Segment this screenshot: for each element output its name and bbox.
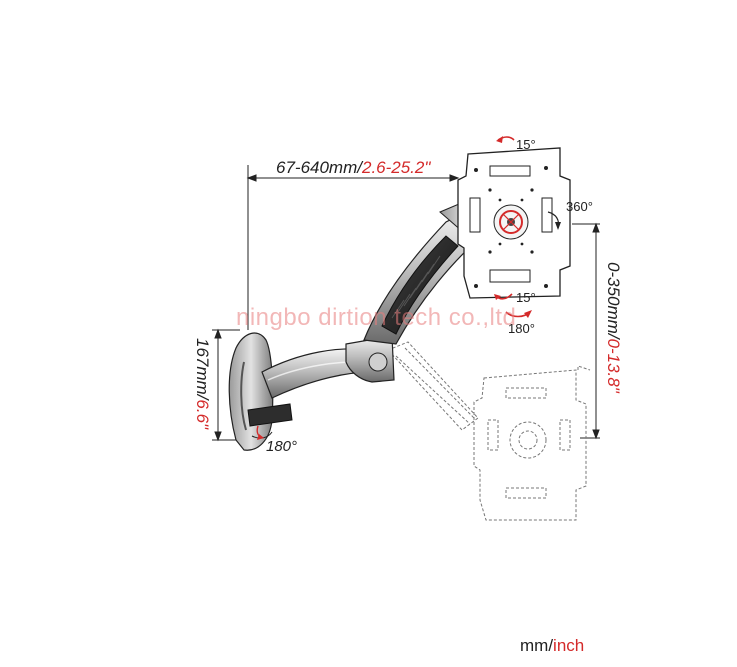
base-swivel-angle-label: 180° [266,438,298,455]
units-legend-inch: inch [553,636,585,655]
width-range-mm: 67-640mm/ [276,158,362,177]
wall-mount-plate [228,332,293,451]
base-dimension-line [212,328,240,442]
lowered-vesa-plate-ghost [473,365,591,521]
width-range-inch: 2.6-25.2" [361,158,431,177]
lowered-arm-ghost [387,341,479,431]
units-legend-mm: mm/ [520,636,554,655]
height-range-mm: 0-350mm/ [604,262,623,339]
units-legend: mm/inch [520,636,584,656]
base-height-label: 167mm/6.6" [192,338,212,429]
watermark: ningbo dirtion tech co.,ltd [236,304,517,331]
lower-arm [261,335,395,399]
base-height-mm: 167mm/ [193,338,212,400]
base-swivel-arrow [256,425,264,440]
tilt-down-arrow [494,293,513,300]
height-dimension-line [572,222,600,440]
base-height-inch: 6.6" [193,399,212,430]
height-range-label: 0-350mm/0-13.8" [603,262,623,393]
tilt-down-angle-label: 15° [516,290,536,305]
head-swivel-arrow [505,310,532,318]
tilt-up-angle-label: 15° [516,137,536,152]
height-range-inch: 0-13.8" [604,338,623,393]
rotate-360-arrow [547,211,561,230]
rotate-angle-label: 360° [566,199,593,214]
width-dimension-line [246,165,460,330]
width-range-label: 67-640mm/2.6-25.2" [276,158,430,178]
vesa-plate [457,147,571,299]
tilt-up-arrow [496,136,515,143]
head-swivel-angle-label: 180° [508,321,535,336]
